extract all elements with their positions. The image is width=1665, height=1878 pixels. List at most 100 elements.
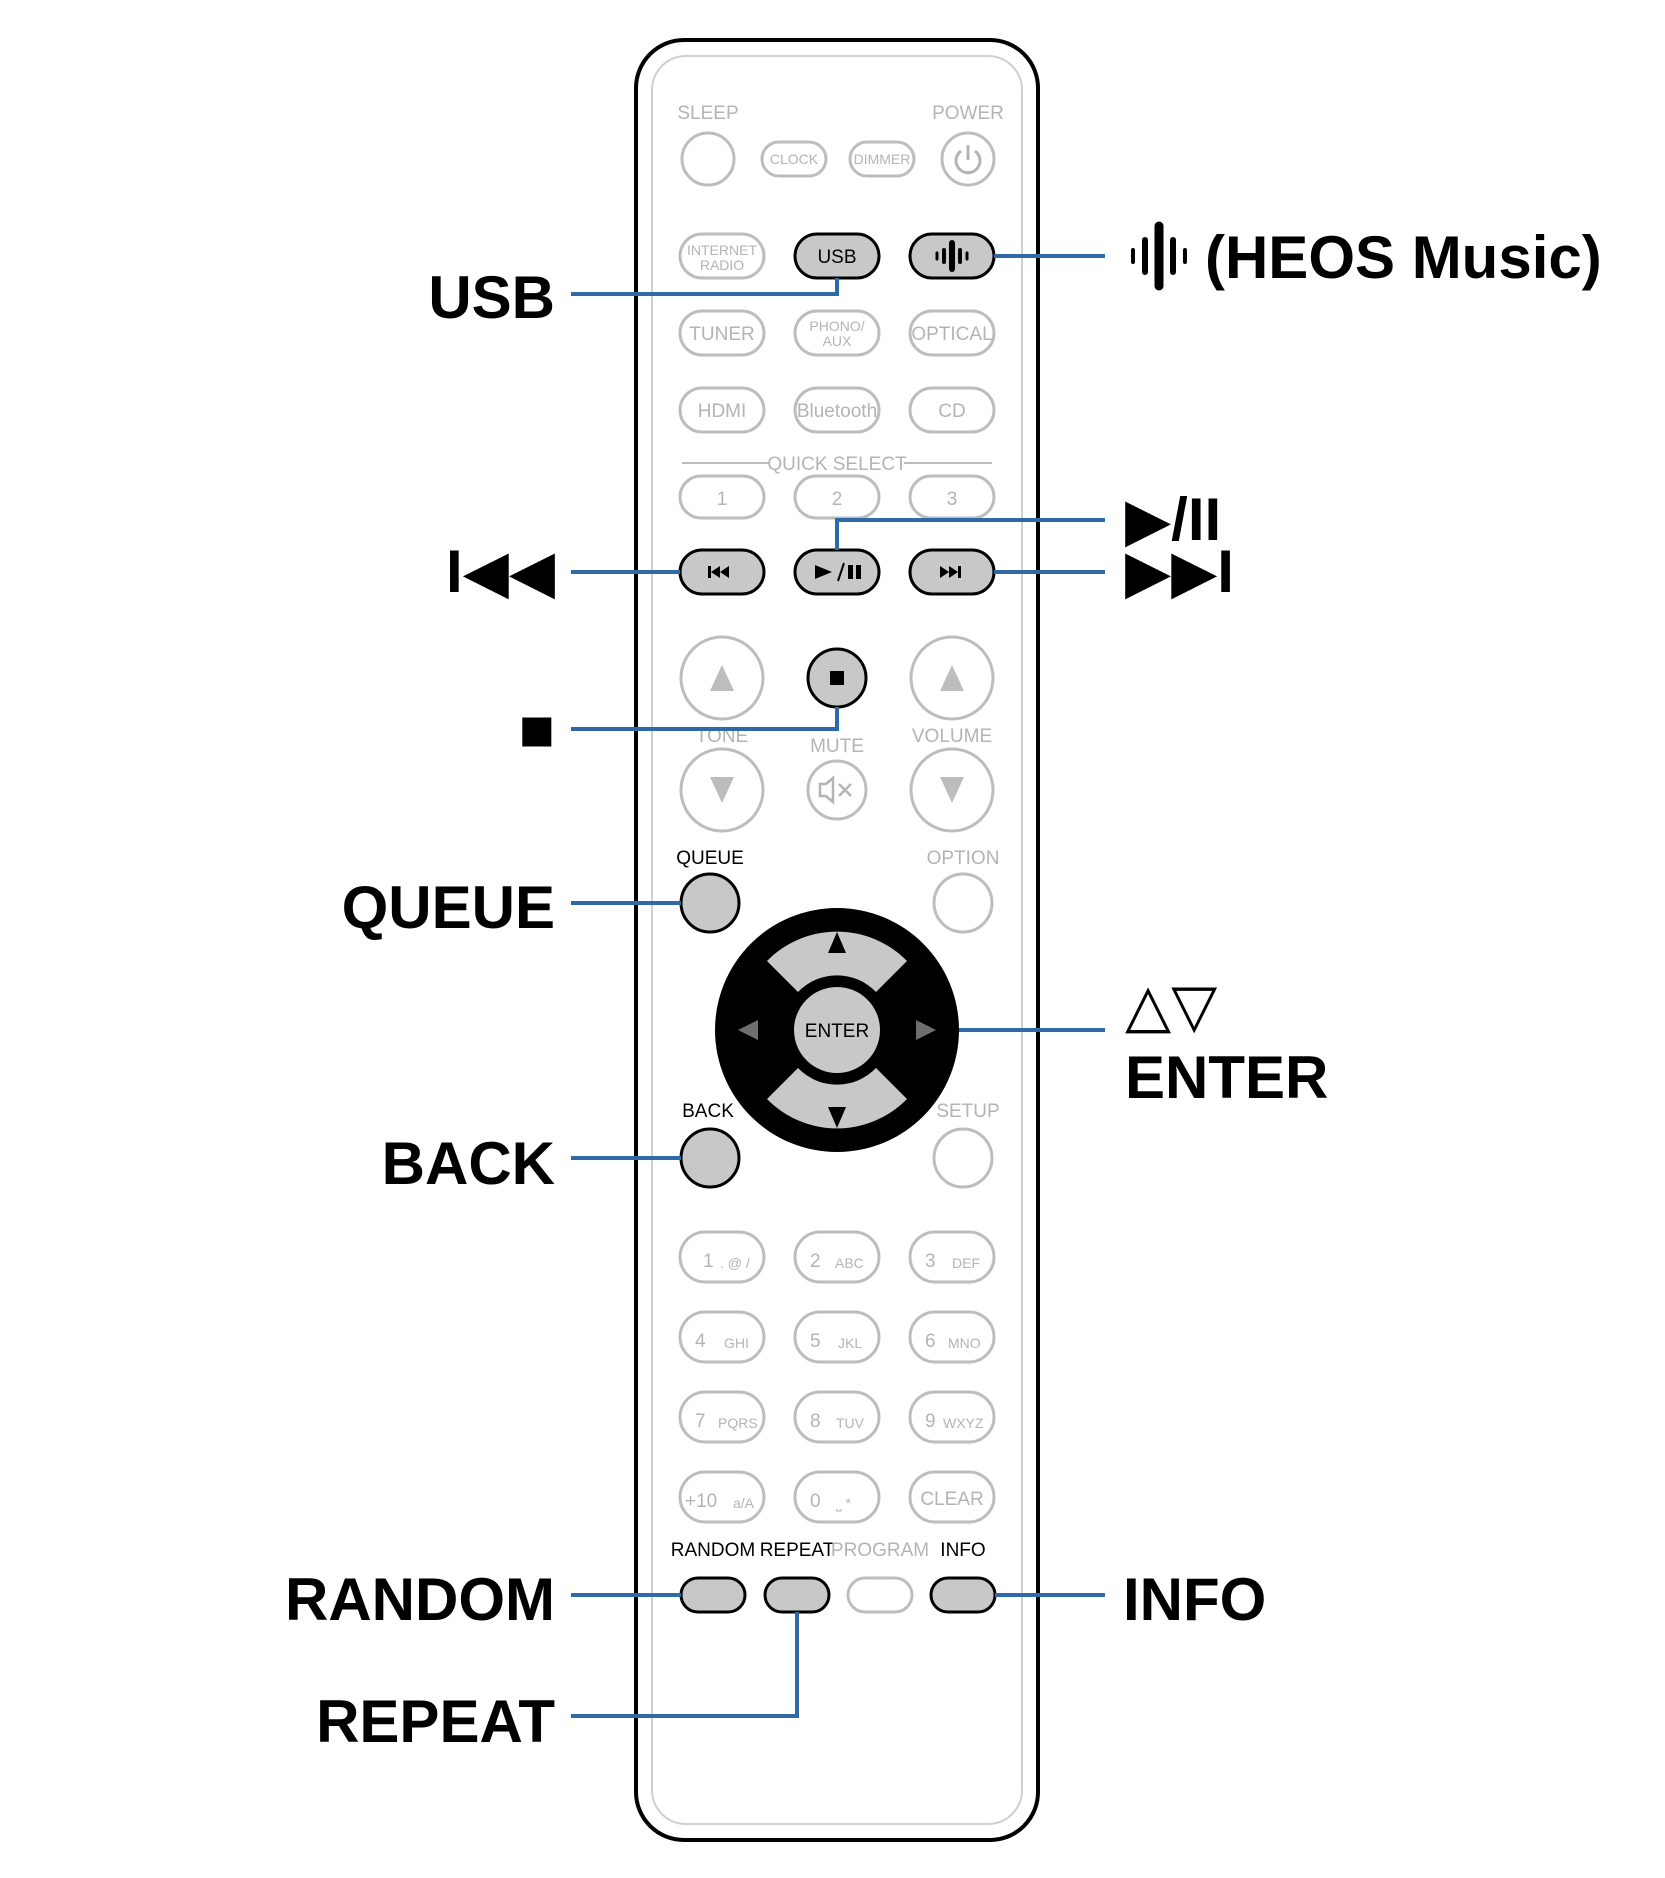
phono-aux-button[interactable]: [793, 309, 881, 357]
program-button[interactable]: [846, 1576, 914, 1614]
internet-radio-button[interactable]: [678, 232, 766, 280]
clock-button[interactable]: [760, 140, 828, 178]
arrow-down-icon: [828, 1107, 846, 1128]
cd-button[interactable]: [908, 386, 996, 434]
numpad-letters-0: ⎵ *: [836, 1495, 851, 1512]
callout-repeat: REPEAT: [316, 1688, 555, 1755]
numpad-letters-2: ABC: [835, 1255, 864, 1271]
numpad-digit-plus10: +10: [685, 1491, 717, 1512]
info-button[interactable]: [929, 1576, 997, 1614]
optical-button[interactable]: [908, 309, 996, 357]
back-button[interactable]: [679, 1127, 741, 1189]
callout-previous: I◀◀: [446, 538, 555, 605]
numpad-key-4[interactable]: [678, 1310, 766, 1364]
option-button[interactable]: [932, 872, 994, 934]
stop-icon: [830, 671, 844, 685]
phono-label-line2: AUX: [823, 333, 852, 349]
power-icon: [954, 145, 982, 175]
option-label: OPTION: [927, 848, 1000, 869]
program-label: PROGRAM: [831, 1540, 929, 1561]
numpad-digit-2: 2: [810, 1251, 821, 1272]
volume-label: VOLUME: [912, 726, 992, 747]
numpad-key-plus10[interactable]: [678, 1470, 766, 1524]
bluetooth-button[interactable]: [793, 386, 881, 434]
sleep-button[interactable]: [680, 131, 736, 187]
back-label: BACK: [682, 1101, 734, 1122]
callout-stop: ■: [519, 696, 555, 763]
random-button[interactable]: [679, 1576, 747, 1614]
leader-repeat: [571, 1612, 799, 1718]
phono-label-line1: PHONO/: [809, 318, 864, 334]
mute-button[interactable]: [806, 759, 868, 821]
arrow-down-icon: [940, 777, 964, 803]
numpad-key-5[interactable]: [793, 1310, 881, 1364]
previous-icon: [708, 566, 729, 578]
internet-radio-label-line2: RADIO: [700, 257, 744, 273]
cd-label: CD: [938, 401, 965, 422]
numpad-digit-8: 8: [810, 1411, 821, 1432]
enter-button[interactable]: [790, 983, 884, 1077]
clock-label: CLOCK: [770, 151, 819, 167]
callout-cursor: △▽: [1125, 972, 1217, 1039]
arrow-left-icon: [738, 1020, 758, 1040]
callout-play-pause: ▶/II: [1125, 486, 1221, 553]
numpad-digit-3: 3: [925, 1251, 936, 1272]
numpad-key-0[interactable]: [793, 1470, 881, 1524]
leader-usb: [571, 278, 839, 296]
leader-stop: [571, 707, 839, 731]
callout-random: RANDOM: [285, 1566, 555, 1633]
next-icon: [940, 566, 961, 578]
power-label: POWER: [932, 103, 1004, 124]
arrow-right-icon: [916, 1020, 936, 1040]
mute-icon: [818, 775, 852, 805]
numpad-key-clear[interactable]: [908, 1470, 996, 1524]
cursor-up-button[interactable]: [767, 931, 907, 992]
callout-next: ▶▶I: [1125, 538, 1234, 605]
leader-play-pause: [835, 518, 1105, 550]
hdmi-label: HDMI: [698, 401, 747, 422]
quick-select-2-label: 2: [832, 489, 843, 510]
numpad-letters-8: TUV: [836, 1415, 865, 1431]
numpad-key-7[interactable]: [678, 1390, 766, 1444]
numpad-letters-5: JKL: [838, 1335, 862, 1351]
bluetooth-label: Bluetooth: [797, 401, 877, 422]
numpad-key-9[interactable]: [908, 1390, 996, 1444]
mute-label: MUTE: [810, 736, 864, 757]
optical-label: OPTICAL: [911, 324, 992, 345]
dimmer-button[interactable]: [848, 140, 916, 178]
callout-enter: ENTER: [1125, 1044, 1328, 1111]
numpad-key-6[interactable]: [908, 1310, 996, 1364]
play-pause-button[interactable]: [793, 548, 881, 596]
repeat-button[interactable]: [763, 1576, 831, 1614]
queue-button[interactable]: [679, 872, 741, 934]
heos-icon: [1131, 221, 1187, 291]
callout-queue: QUEUE: [342, 874, 555, 941]
hdmi-button[interactable]: [678, 386, 766, 434]
tone-label: TONE: [696, 726, 748, 747]
numpad: 1 . @ / 2 ABC 3 DEF 4 GHI 5 JKL 6 MNO 7 …: [678, 1230, 996, 1524]
info-label: INFO: [940, 1540, 985, 1561]
internet-radio-label-line1: INTERNET: [687, 242, 757, 258]
numpad-key-8[interactable]: [793, 1390, 881, 1444]
tuner-button[interactable]: [678, 309, 766, 357]
repeat-label: REPEAT: [760, 1540, 835, 1561]
arrow-up-icon: [828, 932, 846, 953]
play-pause-icon: [815, 562, 861, 582]
numpad-letters-plus10: a/A: [733, 1495, 755, 1511]
setup-button[interactable]: [932, 1127, 994, 1189]
enter-label: ENTER: [805, 1021, 869, 1042]
callout-heos: (HEOS Music): [1205, 224, 1602, 291]
quick-select-label: QUICK SELECT: [767, 454, 907, 475]
cursor-down-button[interactable]: [767, 1068, 907, 1129]
cursor-pad: [715, 908, 959, 1152]
numpad-letters-3: DEF: [952, 1255, 980, 1271]
callout-usb: USB: [428, 264, 555, 331]
numpad-key-2[interactable]: [793, 1230, 881, 1284]
numpad-key-3[interactable]: [908, 1230, 996, 1284]
numpad-key-1[interactable]: [678, 1230, 766, 1284]
numpad-digit-1: 1: [703, 1251, 714, 1272]
quick-select-1-button[interactable]: [678, 474, 766, 520]
random-label: RANDOM: [671, 1540, 755, 1561]
numpad-clear-label: CLEAR: [920, 1489, 983, 1510]
